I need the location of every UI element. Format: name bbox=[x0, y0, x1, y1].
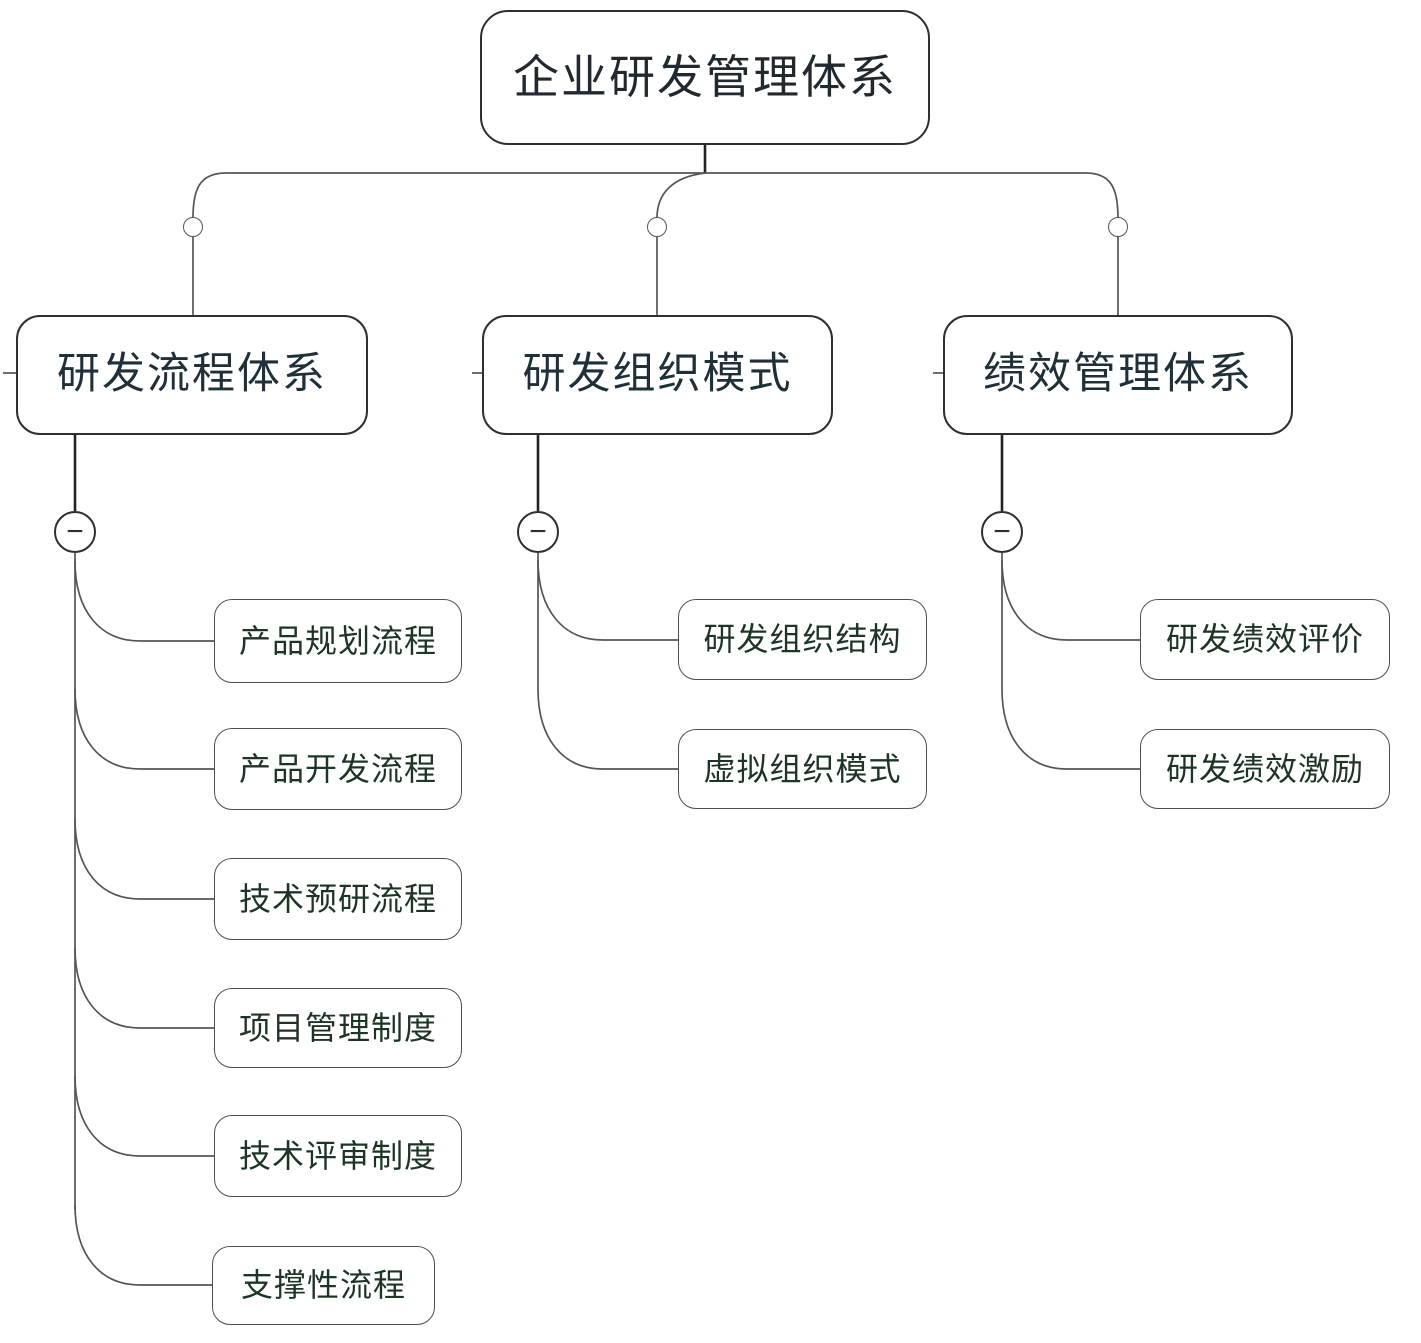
minus-icon: − bbox=[66, 515, 84, 548]
leaf-node-technical-review-rules[interactable]: 技术评审制度 bbox=[214, 1115, 462, 1197]
leaf-node-technology-preresearch-process[interactable]: 技术预研流程 bbox=[214, 858, 462, 940]
connector-dot-icon bbox=[183, 217, 203, 237]
connector-trunk-horizontal bbox=[192, 172, 1119, 219]
connector-dot-icon bbox=[1108, 217, 1128, 237]
root-node[interactable]: 企业研发管理体系 bbox=[480, 10, 930, 145]
minus-icon: − bbox=[993, 515, 1011, 548]
collapse-button[interactable]: − bbox=[517, 511, 559, 553]
connector-leaf-0-5 bbox=[74, 1204, 212, 1286]
connector-leaf-1-1 bbox=[537, 688, 678, 770]
collapse-button[interactable]: − bbox=[54, 511, 96, 553]
connector-leaf-2-0 bbox=[1001, 559, 1140, 641]
connector-leaf-2-1 bbox=[1001, 688, 1140, 770]
leaf-node-project-management-rules[interactable]: 项目管理制度 bbox=[214, 988, 462, 1068]
branch-node-performance-management-system[interactable]: 绩效管理体系 bbox=[943, 315, 1293, 435]
leaf-node-virtual-organization-mode[interactable]: 虚拟组织模式 bbox=[678, 729, 927, 809]
leaf-node-product-development-process[interactable]: 产品开发流程 bbox=[214, 728, 462, 810]
connector-dot-icon bbox=[647, 217, 667, 237]
connector-leaf-1-0 bbox=[537, 559, 678, 641]
connector-trunk-middle-drop bbox=[656, 172, 706, 219]
connector-leaf-0-3 bbox=[74, 947, 214, 1029]
leaf-node-rd-organization-structure[interactable]: 研发组织结构 bbox=[678, 599, 927, 680]
branch-node-rd-process-system[interactable]: 研发流程体系 bbox=[16, 315, 368, 435]
connector-leaf-0-2 bbox=[74, 818, 214, 900]
connector-leaf-0-0 bbox=[74, 560, 214, 642]
connector-leaf-0-1 bbox=[74, 688, 214, 770]
leaf-node-rd-performance-evaluation[interactable]: 研发绩效评价 bbox=[1140, 599, 1390, 680]
leaf-node-rd-performance-incentive[interactable]: 研发绩效激励 bbox=[1140, 729, 1390, 809]
connector-leaf-0-4 bbox=[74, 1075, 214, 1157]
leaf-node-product-planning-process[interactable]: 产品规划流程 bbox=[214, 599, 462, 683]
branch-node-rd-organization-mode[interactable]: 研发组织模式 bbox=[482, 315, 833, 435]
leaf-node-supporting-process[interactable]: 支撑性流程 bbox=[212, 1246, 435, 1325]
collapse-button[interactable]: − bbox=[981, 511, 1023, 553]
minus-icon: − bbox=[529, 515, 547, 548]
